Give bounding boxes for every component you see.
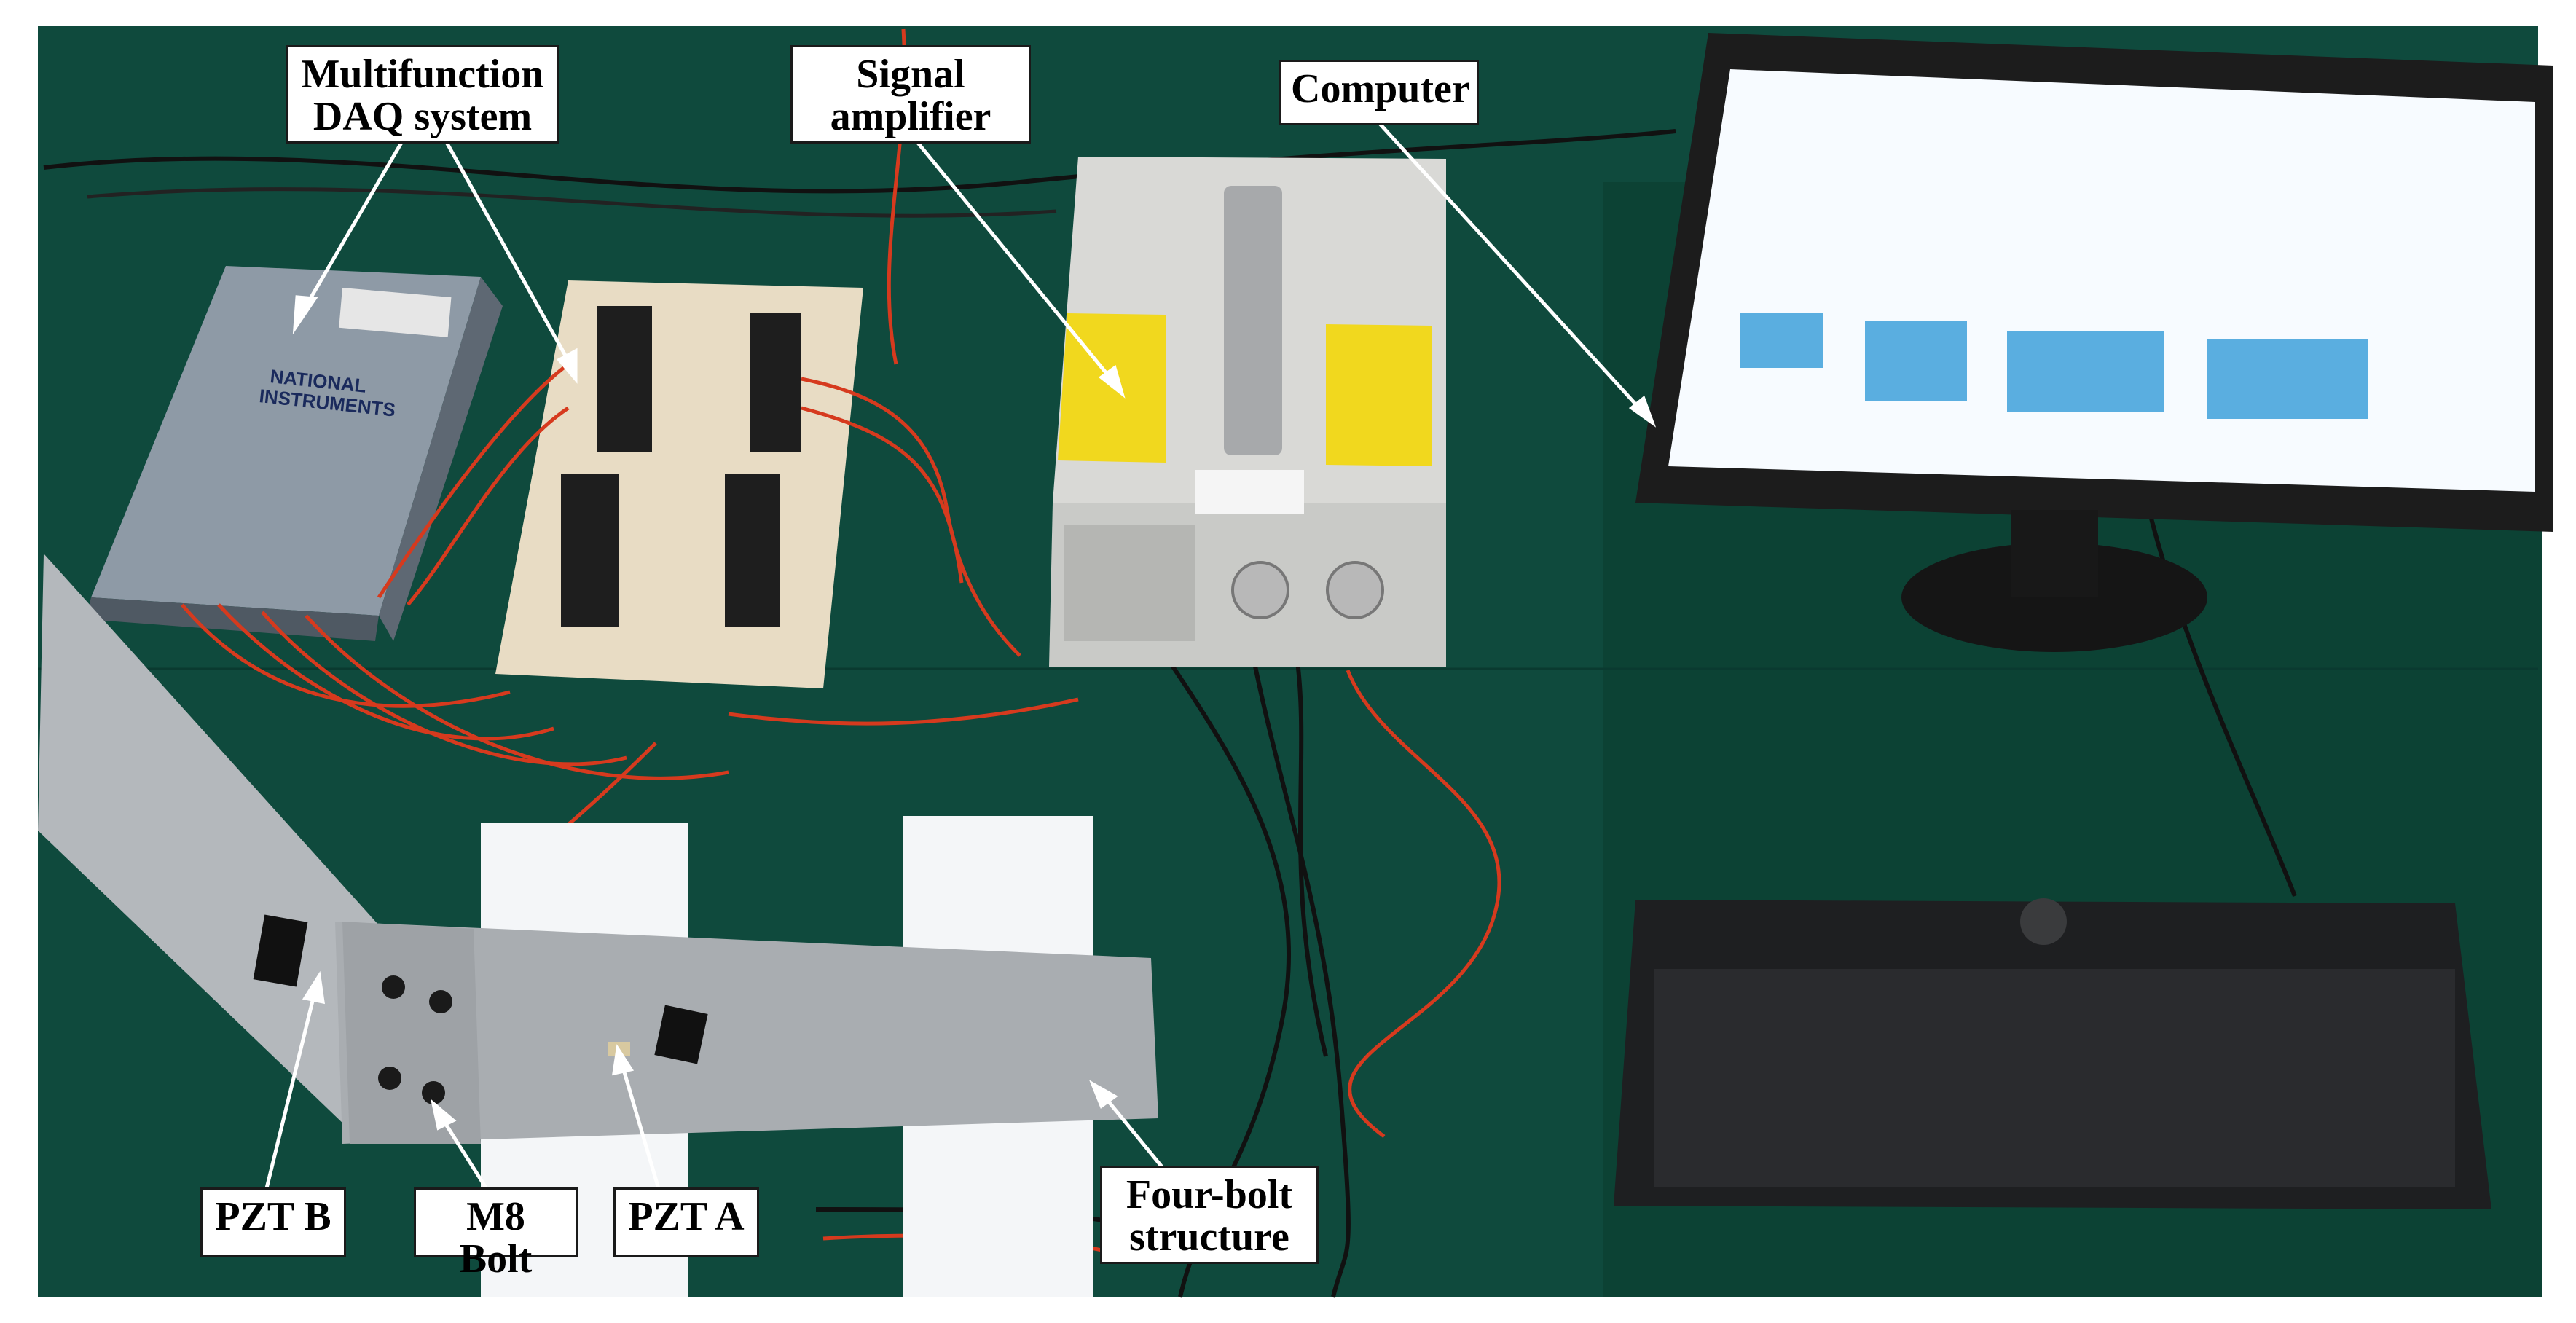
label-computer-text: Computer [1291, 66, 1470, 111]
red-wires [181, 28, 1501, 1255]
label-signal-amplifier: Signal amplifier [790, 45, 1031, 144]
label-daq-line2: DAQ system [313, 94, 533, 139]
label-m8-bolt: M8 Bolt [414, 1187, 578, 1280]
label-pzt-a-text: PZT A [628, 1194, 745, 1239]
label-structure-line2: structure [1129, 1214, 1289, 1260]
keyboard [1614, 898, 2491, 1209]
label-four-bolt-structure: Four-bolt structure [1100, 1166, 1319, 1264]
label-amplifier-line2: amplifier [830, 94, 991, 139]
label-pzt-a: PZT A [613, 1187, 759, 1257]
label-computer: Computer [1279, 60, 1479, 125]
wire-bundle-top [43, 129, 1676, 194]
wire-bundle-top-2 [87, 187, 1057, 218]
computer-monitor [1635, 33, 2553, 652]
terminal-board [495, 280, 863, 688]
label-pzt-b-text: PZT B [215, 1194, 331, 1239]
signal-amplifier [1049, 157, 1446, 667]
label-amplifier-line1: Signal [856, 52, 965, 97]
label-structure-line1: Four-bolt [1126, 1172, 1293, 1217]
label-multifunction-daq: Multifunction DAQ system [286, 45, 559, 144]
four-bolt-structure [38, 554, 1158, 1144]
label-pzt-b: PZT B [200, 1187, 346, 1257]
label-daq-line1: Multifunction [301, 52, 544, 97]
label-m8-bolt-text: M8 Bolt [459, 1194, 533, 1281]
